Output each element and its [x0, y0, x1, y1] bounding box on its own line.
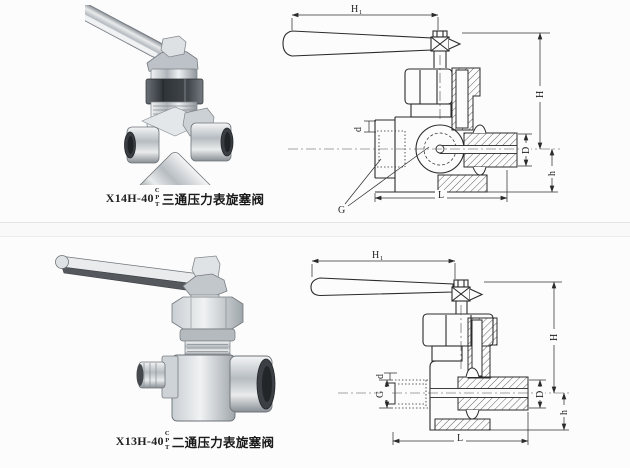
material-code-c: C [154, 187, 160, 194]
product-caption: X14H-40 C P T 三通压力表旋塞阀 [85, 187, 285, 208]
model-code: X13H-40 [115, 433, 164, 448]
bonnet-nut [404, 68, 453, 118]
handle-outline [282, 30, 462, 68]
centerlines [338, 305, 572, 394]
dim-label-h-cap: H [549, 334, 560, 341]
model-code: X14H-40 [105, 190, 154, 205]
valve-handle [85, 5, 165, 58]
valve-body [124, 106, 234, 185]
panel-two-way-valve: X13H-40 C P T 二通压力表旋塞阀 [0, 237, 630, 468]
dim-label-l: L [438, 190, 444, 201]
dim-label-h-low: h [547, 171, 558, 176]
material-code-t: T [165, 443, 170, 451]
left-port [124, 126, 160, 164]
product-name: 二通压力表旋塞阀 [171, 435, 275, 450]
dim-label-h-low: h [559, 410, 570, 415]
dim-label-d-low: d [375, 374, 386, 379]
dimension-labels: H 1 H D h L d G [338, 4, 558, 216]
dim-label-g: G [375, 391, 386, 398]
material-codes: C P T [154, 187, 160, 208]
dim-label-h1: H [372, 250, 379, 261]
centerlines [288, 55, 560, 150]
dim-label-h1-sub: 1 [359, 9, 362, 16]
material-code-t: T [155, 200, 160, 208]
panel-divider [0, 222, 630, 237]
product-name: 三通压力表旋塞阀 [161, 192, 265, 207]
dim-label-d-low: d [353, 127, 364, 132]
left-port-thread [385, 379, 430, 409]
body-outline [429, 360, 490, 431]
dim-label-h1: H [351, 4, 358, 15]
left-port-male [136, 355, 179, 399]
dim-label-d-cap: D [535, 391, 546, 398]
material-codes: C P T [164, 430, 170, 451]
valve-handle [55, 255, 204, 293]
valve-body [136, 354, 276, 422]
dim-label-h-cap: H [535, 91, 546, 98]
dim-label-d-cap: D [521, 147, 532, 154]
material-code-p: P [155, 193, 160, 201]
panel-three-way-valve: X14H-40 C P T 三通压力表旋塞阀 [0, 0, 630, 222]
three-way-valve-drawing: H 1 H D h L d G [282, 4, 560, 216]
right-port-female [229, 355, 276, 413]
three-way-valve-photo [85, 5, 234, 185]
hex-nut [171, 296, 244, 356]
dim-label-h1-sub: 1 [380, 255, 383, 262]
right-port [190, 122, 234, 162]
dimension-labels: H 1 H D h L G d [372, 250, 570, 444]
handle-outline [310, 277, 484, 314]
product-caption: X13H-40 C P T 二通压力表旋塞阀 [95, 430, 295, 451]
two-way-valve-photo [55, 255, 276, 422]
material-code-p: P [165, 436, 170, 444]
dim-label-g: G [338, 205, 345, 216]
material-code-c: C [164, 430, 170, 437]
two-way-valve-drawing: H 1 H D h L G d [310, 250, 572, 445]
dim-label-l: L [457, 433, 463, 444]
